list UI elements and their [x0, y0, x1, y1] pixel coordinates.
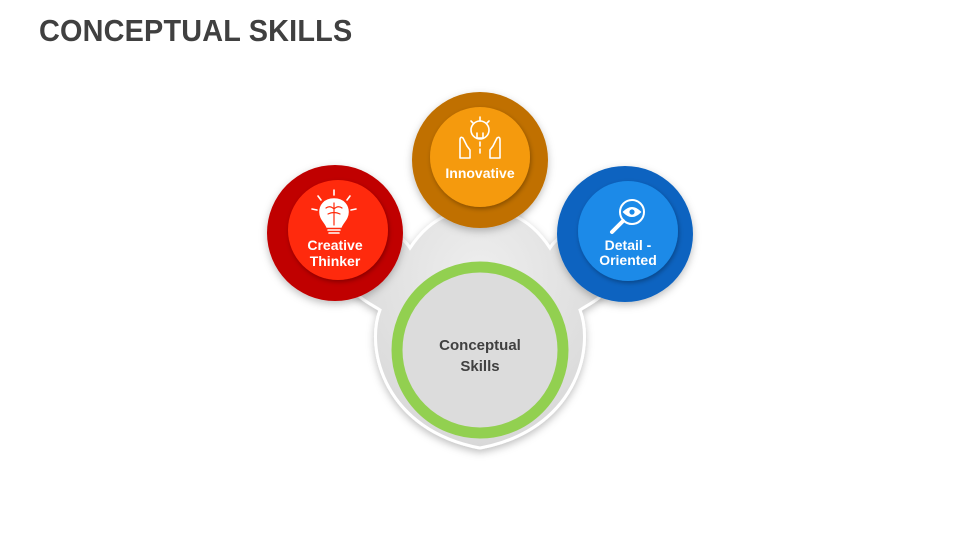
node-detail-oriented: Detail - Oriented [557, 166, 693, 302]
center-label-line1: Conceptual [439, 337, 521, 354]
slide-title: CONCEPTUAL SKILLS [39, 13, 353, 48]
node-inner-circle [430, 107, 530, 207]
node-innovative: Innovative [412, 92, 548, 228]
lightbulb-brain-icon [311, 189, 357, 234]
center-ring [391, 261, 569, 439]
node-creative-thinker: Creative Thinker [267, 165, 403, 301]
node-label-line1: Detail - [605, 237, 652, 253]
center-label-line2: Skills [460, 358, 499, 375]
node-label-line2: Thinker [310, 253, 361, 269]
node-label-line2: Oriented [599, 252, 657, 268]
node-label-line1: Creative [307, 237, 362, 253]
node-label: Innovative [445, 165, 514, 181]
hands-lightbulb-gear-icon [459, 116, 501, 159]
center-fill [397, 267, 563, 433]
node-inner-circle [578, 181, 678, 281]
center-node: Conceptual Skills [391, 261, 569, 439]
magnifier-eye-icon [610, 199, 645, 234]
